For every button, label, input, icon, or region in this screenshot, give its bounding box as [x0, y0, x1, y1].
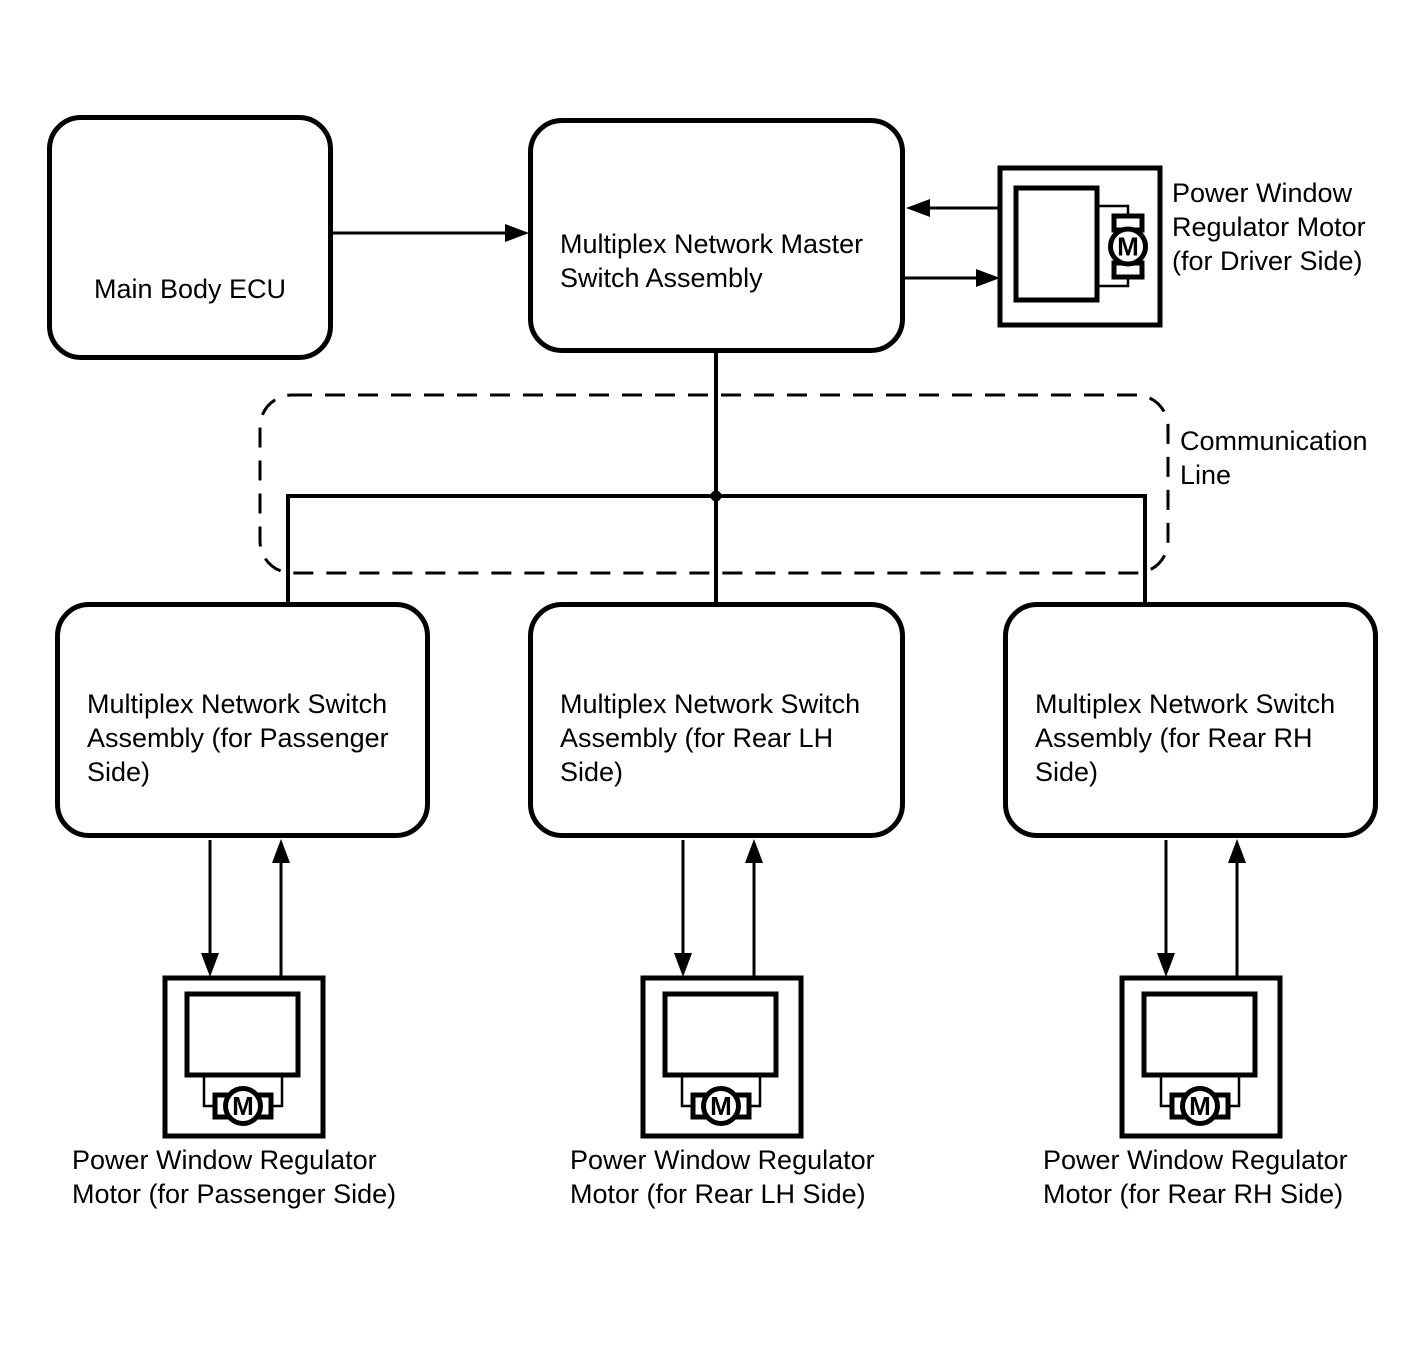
passenger-switch-box: Multiplex Network Switch Assembly (for P… — [55, 602, 430, 838]
rear-rh-arrows — [1157, 839, 1246, 977]
rear-rh-down-arrowhead-icon — [1157, 953, 1175, 977]
rear-lh-switch-box: Multiplex Network Switch Assembly (for R… — [528, 602, 905, 838]
rear-lh-motor-icon: M — [640, 975, 804, 1139]
passenger-motor-label: Power Window Regulator Motor (for Passen… — [72, 1145, 397, 1209]
ecu-to-master-arrowhead-icon — [505, 224, 529, 242]
rear-lh-motor-label: Power Window Regulator Motor (for Rear L… — [570, 1145, 875, 1209]
driver-motor-letter: M — [1117, 232, 1139, 262]
passenger-motor-letter: M — [232, 1091, 254, 1121]
passenger-motor-icon: M — [162, 975, 326, 1139]
rear-lh-up-arrowhead-icon — [745, 839, 763, 863]
rear-rh-up-arrowhead-icon — [1228, 839, 1246, 863]
driver-motor-label: Power Window Regulator Motor (for Driver… — [1172, 178, 1366, 276]
bus-junction-dot — [710, 490, 722, 502]
rear-rh-switch-label: Multiplex Network Switch Assembly (for R… — [1035, 689, 1336, 787]
communication-line-label: Communication Line — [1180, 426, 1368, 490]
passenger-up-arrowhead-icon — [272, 839, 290, 863]
master-switch-label: Multiplex Network Master Switch Assembly — [560, 229, 864, 293]
main-body-ecu-box: Main Body ECU — [47, 115, 333, 360]
rear-rh-motor-letter: M — [1189, 1091, 1211, 1121]
rear-rh-motor-icon: M — [1119, 975, 1283, 1139]
master-to-driver-motor-arrowhead-icon — [976, 269, 1000, 287]
rear-lh-motor-letter: M — [710, 1091, 732, 1121]
rear-lh-arrows — [674, 839, 763, 977]
main-body-ecu-label: Main Body ECU — [93, 274, 287, 304]
master-switch-box: Multiplex Network Master Switch Assembly — [528, 118, 905, 353]
passenger-arrows — [201, 839, 290, 977]
passenger-switch-label: Multiplex Network Switch Assembly (for P… — [87, 689, 389, 787]
driver-motor-to-master-arrowhead-icon — [906, 199, 930, 217]
rear-lh-switch-label: Multiplex Network Switch Assembly (for R… — [560, 689, 861, 787]
rear-lh-down-arrowhead-icon — [674, 953, 692, 977]
driver-motor-icon: M — [997, 165, 1163, 328]
passenger-down-arrowhead-icon — [201, 953, 219, 977]
rear-rh-motor-label: Power Window Regulator Motor (for Rear R… — [1043, 1145, 1348, 1209]
rear-rh-switch-box: Multiplex Network Switch Assembly (for R… — [1003, 602, 1378, 838]
